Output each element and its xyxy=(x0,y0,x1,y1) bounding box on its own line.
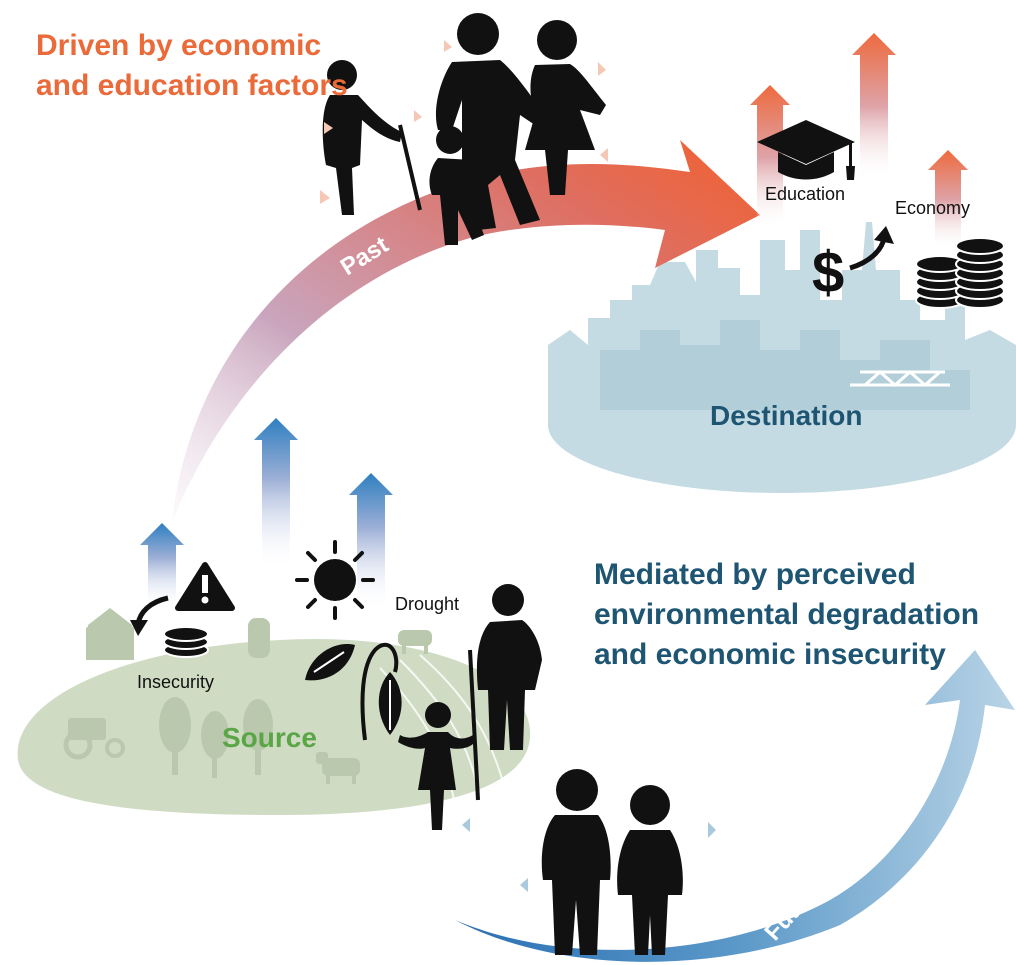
source-rise-arrows xyxy=(140,418,393,610)
destination-label: Destination xyxy=(710,400,863,431)
destination-rise-arrows xyxy=(750,33,968,250)
svg-text:$: $ xyxy=(812,240,844,305)
drought-label: Drought xyxy=(395,594,460,614)
graduation-cap-icon xyxy=(757,120,855,180)
cow-icon xyxy=(398,630,432,654)
wilted-plant-icon xyxy=(305,642,402,741)
tractor-icon xyxy=(63,718,125,760)
mediator-heading: Mediated by perceived environmental degr… xyxy=(594,558,980,671)
farm-barn-icon xyxy=(86,610,134,660)
dollar-icon: $ xyxy=(812,226,894,305)
economy-label: Economy xyxy=(895,198,971,218)
mother-silhouette xyxy=(525,20,606,195)
down-trend-arrow-icon xyxy=(130,595,169,636)
coins-icon xyxy=(915,237,1005,309)
cow-icon xyxy=(316,752,360,784)
future-arrow xyxy=(455,650,1015,962)
destination-city xyxy=(548,222,1016,493)
driver-heading: Driven by economic and education factors xyxy=(36,29,348,102)
source-land xyxy=(17,608,531,815)
elderly-man-silhouette xyxy=(322,60,422,215)
source-label: Source xyxy=(222,722,317,753)
insecurity-label: Insecurity xyxy=(137,672,215,692)
future-woman-silhouette xyxy=(617,785,683,955)
future-man-silhouette xyxy=(541,769,611,955)
warning-icon xyxy=(175,562,235,611)
girl-silhouette xyxy=(398,702,475,830)
child-silhouette xyxy=(429,126,484,245)
education-label: Education xyxy=(765,184,846,204)
decorative-triangles xyxy=(320,40,716,892)
farmer-silhouette xyxy=(468,584,542,801)
insecurity-coins-icon xyxy=(163,626,209,658)
sun-icon xyxy=(295,540,375,620)
